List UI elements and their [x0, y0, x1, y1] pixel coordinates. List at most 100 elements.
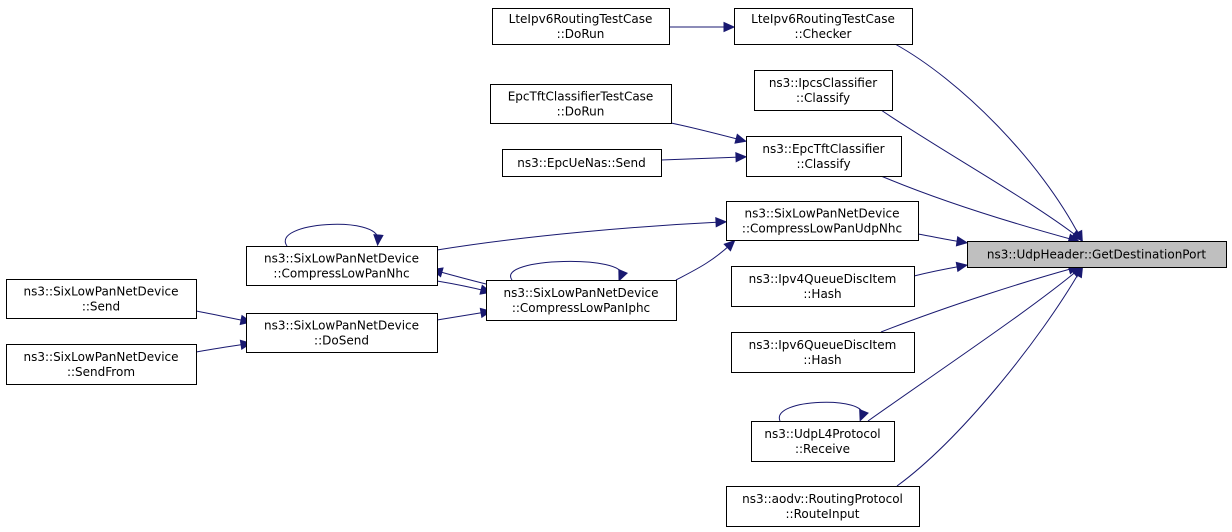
edge-sixlowpan_sendfrom-to-sixlowpan_dosend: [195, 339, 253, 353]
edge-line: [436, 311, 487, 321]
node-epctft-classify[interactable]: ns3::EpcTftClassifier::Classify: [746, 136, 902, 177]
node-label: ::RouteInput: [786, 507, 860, 521]
arrowhead: [1072, 265, 1084, 279]
node-box: [492, 8, 670, 45]
arrowhead: [373, 234, 384, 247]
node-compress-udpnhc[interactable]: ns3::SixLowPanNetDevice::CompressLowPanU…: [726, 201, 919, 241]
node-box: [751, 421, 895, 462]
node-label: ns3::EpcUeNas::Send: [517, 156, 645, 170]
node-label: ::CompressLowPanUdpNhc: [742, 222, 902, 236]
node-label: ns3::EpcTftClassifier: [762, 142, 884, 156]
edge-epctft_testcase_dorun-to-epctft_classify: [670, 122, 748, 144]
node-lte-checker[interactable]: LteIpv6RoutingTestCase::Checker: [734, 8, 913, 45]
edge-compress_udpnhc-to-root: [917, 233, 969, 247]
node-udpl4-receive[interactable]: ns3::UdpL4Protocol::Receive: [751, 421, 895, 462]
node-label: LteIpv6RoutingTestCase: [751, 12, 895, 26]
edge-line: [284, 223, 379, 247]
node-epctft-testcase-dorun[interactable]: EpcTftClassifierTestCase::DoRun: [490, 84, 672, 124]
node-label: ns3::UdpHeader::GetDestinationPort: [987, 248, 1206, 262]
node-sixlowpan-send[interactable]: ns3::SixLowPanNetDevice::Send: [6, 279, 197, 319]
arrowhead: [618, 268, 629, 282]
node-root[interactable]: ns3::UdpHeader::GetDestinationPort: [967, 241, 1227, 268]
node-label: ::Send: [82, 300, 120, 314]
edge-line: [670, 122, 742, 141]
node-label: ns3::SixLowPanNetDevice: [264, 252, 419, 266]
node-label: ::Hash: [803, 353, 841, 367]
node-label: ::CompressLowPanIphc: [512, 301, 650, 315]
node-box: [246, 246, 438, 286]
node-label: ns3::UdpL4Protocol: [764, 427, 880, 441]
edges-layer: [195, 21, 1084, 487]
nodes-layer: ns3::UdpHeader::GetDestinationPort LteIpv…: [6, 8, 1227, 527]
node-label: ::SendFrom: [67, 365, 135, 379]
node-box: [746, 136, 902, 177]
arrowhead: [723, 21, 736, 33]
edge-lte_dorun-to-lte_checker: [669, 21, 736, 33]
edge-epcuenas_send-to-epctft_classify: [660, 151, 748, 163]
edge-line: [917, 233, 963, 243]
edge-compress_iphc-to-compress_udpnhc: [675, 239, 736, 281]
arrowhead: [955, 236, 969, 247]
node-box: [726, 201, 919, 241]
arrowhead: [735, 151, 748, 163]
edge-line: [880, 109, 1079, 238]
node-box: [6, 279, 197, 319]
node-label: ns3::Ipv4QueueDiscItem: [749, 272, 897, 286]
arrowhead: [723, 239, 736, 252]
node-label: ::Classify: [796, 157, 850, 171]
edge-line: [880, 267, 1075, 333]
node-box: [754, 70, 893, 111]
edge-line: [779, 401, 863, 422]
edge-sixlowpan_send-to-sixlowpan_dosend: [195, 310, 253, 326]
node-label: ::Checker: [795, 27, 852, 41]
edge-compress_nhc-to-compress_nhc: [284, 223, 384, 247]
node-compress-nhc[interactable]: ns3::SixLowPanNetDevice::CompressLowPanN…: [246, 246, 438, 286]
node-box: [967, 241, 1227, 268]
node-box: [246, 313, 438, 353]
node-box: [726, 486, 920, 527]
edge-line: [880, 175, 1075, 241]
edge-line: [660, 156, 742, 161]
arrowhead: [955, 261, 969, 273]
node-label: ::Classify: [796, 91, 850, 105]
edge-udpl4_receive-to-udpl4_receive: [779, 401, 869, 422]
node-label: ns3::SixLowPanNetDevice: [264, 319, 419, 333]
node-label: ns3::SixLowPanNetDevice: [23, 285, 178, 299]
node-epcuenas-send[interactable]: ns3::EpcUeNas::Send: [502, 149, 662, 177]
node-sixlowpan-dosend[interactable]: ns3::SixLowPanNetDevice::DoSend: [246, 313, 438, 353]
node-label: ::DoRun: [557, 105, 605, 119]
node-label: ns3::SixLowPanNetDevice: [744, 207, 899, 221]
node-label: ::DoRun: [557, 27, 605, 41]
edge-line: [510, 261, 622, 281]
edge-line: [195, 343, 247, 353]
node-box: [486, 280, 677, 321]
edge-line: [195, 310, 247, 322]
node-label: ::CompressLowPanNhc: [273, 267, 409, 281]
node-label: ns3::SixLowPanNetDevice: [23, 350, 178, 364]
node-label: ns3::Ipv6QueueDiscItem: [749, 338, 897, 352]
node-aodv-routeinput[interactable]: ns3::aodv::RoutingProtocol::RouteInput: [726, 486, 920, 527]
node-box: [490, 84, 672, 124]
arrowhead: [734, 133, 748, 144]
node-compress-iphc[interactable]: ns3::SixLowPanNetDevice::CompressLowPanI…: [486, 280, 677, 321]
node-ipcs-classify[interactable]: ns3::IpcsClassifier::Classify: [754, 70, 893, 111]
node-sixlowpan-sendfrom[interactable]: ns3::SixLowPanNetDevice::SendFrom: [6, 344, 197, 385]
edge-compress_nhc-to-compress_udpnhc: [436, 217, 728, 251]
node-box: [731, 266, 915, 307]
node-label: ns3::IpcsClassifier: [769, 76, 877, 90]
edge-sixlowpan_dosend-to-compress_iphc: [436, 307, 493, 321]
node-label: ::Receive: [795, 442, 850, 456]
arrowhead: [715, 217, 728, 228]
node-box: [6, 344, 197, 385]
node-lte-dorun[interactable]: LteIpv6RoutingTestCase::DoRun: [492, 8, 670, 45]
arrowhead: [859, 408, 869, 422]
edge-line: [675, 243, 732, 281]
edge-line: [896, 270, 1081, 487]
node-ipv4qdi-hash[interactable]: ns3::Ipv4QueueDiscItem::Hash: [731, 266, 915, 307]
node-box: [731, 332, 915, 373]
node-box: [734, 8, 913, 45]
node-label: ns3::SixLowPanNetDevice: [503, 286, 658, 300]
node-ipv6qdi-hash[interactable]: ns3::Ipv6QueueDiscItem::Hash: [731, 332, 915, 373]
edge-compress_iphc-to-compress_iphc: [510, 261, 629, 282]
